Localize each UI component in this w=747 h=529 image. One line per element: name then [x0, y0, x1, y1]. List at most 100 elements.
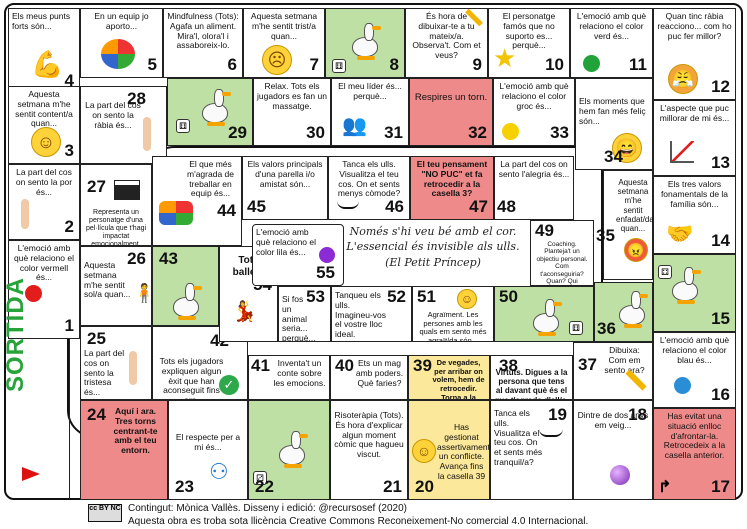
flexed-arm-icon: 💪: [31, 49, 64, 79]
cell-35-text: Aquesta setmana m'he sentit enfadat/da q…: [616, 178, 653, 233]
cell-12[interactable]: Quan tinc ràbia reacciono... com ho puc …: [653, 8, 736, 100]
cell-35-number: 35: [596, 226, 615, 245]
cell-13[interactable]: L'aspecte que puc millorar de mi és... 1…: [653, 100, 736, 176]
cell-31[interactable]: El meu líder és... perquè... 👥 31: [331, 78, 409, 146]
cell-3-number: 3: [64, 141, 74, 160]
dice-icon: ⚅: [176, 119, 190, 133]
cell-36[interactable]: 36: [594, 282, 653, 342]
cell-52[interactable]: Tanqueu els ulls. Imagineu-vos el vostre…: [331, 286, 412, 342]
goose-icon: [529, 295, 563, 337]
cell-44[interactable]: El que més m'agrada de treballar en equi…: [152, 156, 242, 246]
cell-7[interactable]: Aquesta setmana m'he sentit trist/a quan…: [243, 8, 325, 78]
cell-11-text: L'emoció amb què relaciono el color verd…: [576, 11, 647, 41]
cell-9[interactable]: És hora de dibuixar-te a tu mateix/a. Ob…: [405, 8, 488, 78]
cell-17-number: 17: [711, 477, 730, 496]
cell-19[interactable]: Tanca els ulls. Visualitza el teu cos. O…: [490, 400, 573, 500]
cell-26-number: 26: [127, 249, 146, 268]
cell-24[interactable]: Aquí i ara. Tres torns centrant-te amb e…: [80, 400, 168, 500]
cell-38[interactable]: Virtuts. Digues a la persona que tens al…: [490, 355, 573, 400]
red-circle-icon: [25, 285, 42, 302]
closed-eye-icon: [539, 429, 563, 437]
start-cell[interactable]: [8, 339, 70, 499]
cell-13-text: L'aspecte que puc millorar de mi és...: [659, 103, 730, 123]
cell-29[interactable]: ⚅ 29: [167, 78, 253, 146]
cell-11[interactable]: L'emoció amb què relaciono el color verd…: [570, 8, 653, 78]
body-figure-icon: [143, 117, 151, 151]
cell-10-number: 10: [545, 55, 564, 74]
cell-10[interactable]: El personatge famós que no suporto es...…: [488, 8, 570, 78]
cell-6[interactable]: Mindfulness (Tots): Agafa un aliment. Mi…: [163, 8, 243, 78]
cell-19-text: Tanca els ulls. Visualitza el teu cos. O…: [494, 408, 543, 467]
cell-51[interactable]: Agraïment. Les persones amb les quals em…: [412, 286, 494, 342]
cell-32[interactable]: Respires un torn. 32: [409, 78, 493, 146]
cell-30[interactable]: Relax. Tots els jugadors es fan un massa…: [253, 78, 331, 146]
cell-45[interactable]: Els valors principals d'una parella i/o …: [242, 156, 328, 220]
goose-icon: [348, 19, 382, 61]
cell-8[interactable]: ⚅ 8: [325, 8, 405, 78]
cell-2-text: La part del cos on sento la por és...: [15, 167, 73, 197]
cell-21[interactable]: Risoteràpia (Tots). És hora d'explicar a…: [330, 400, 408, 500]
cell-39[interactable]: De vegades, per arribar on volem, hem de…: [408, 355, 490, 400]
cell-5[interactable]: En un equip jo aporto... 5: [80, 8, 163, 78]
cell-48[interactable]: La part del cos on sento l'alegria és...…: [494, 156, 574, 220]
closed-eye-icon: [337, 201, 359, 209]
clapperboard-icon: [114, 180, 140, 200]
cell-31-text: El meu líder és... perquè...: [338, 81, 402, 101]
cell-37[interactable]: Dibuixa: Com em sento ara? 37: [573, 342, 653, 400]
cell-24-text: Aquí i ara. Tres torns centrant-te amb e…: [113, 406, 158, 456]
cell-28[interactable]: La part del cos on sento la ràbia és... …: [80, 86, 167, 164]
goose-icon: [668, 263, 702, 305]
cell-53-number: 53: [306, 287, 325, 306]
cell-2[interactable]: La part del cos on sento la por és... 2: [8, 164, 80, 240]
cell-34[interactable]: Els moments que hem fan més feliç són...…: [575, 78, 653, 170]
cell-33[interactable]: L'emoció amb què relaciono el color groc…: [493, 78, 575, 146]
cell-4-number: 4: [64, 71, 74, 90]
cell-49[interactable]: Coaching. Planteja't un objectiu persona…: [530, 220, 594, 286]
cell-35[interactable]: Aquesta setmana m'he sentit enfadat/da q…: [594, 170, 653, 282]
creative-commons-badge: cc BY NC: [88, 504, 122, 522]
cell-26[interactable]: Aquesta setmana m'he sentit sol/a quan..…: [80, 246, 152, 326]
cell-23-number: 23: [175, 477, 194, 496]
cell-38-text: Virtuts. Digues a la persona que tens al…: [494, 368, 568, 399]
cell-34-number: 34: [604, 147, 623, 166]
cell-23[interactable]: El respecte per a mi és... ⚇ 23: [168, 400, 248, 500]
cell-41[interactable]: Inventa't un conte sobre les emocions. 4…: [248, 355, 330, 400]
cell-13-number: 13: [711, 153, 730, 172]
cell-15[interactable]: ⚃ 15: [653, 254, 736, 332]
cell-18[interactable]: Dintre de dos anys em veig... 18: [573, 400, 653, 500]
teamwork-puzzle-icon: [159, 201, 193, 225]
cell-17[interactable]: Has evitat una situació enlloc d'afronta…: [653, 408, 736, 500]
cell-30-number: 30: [306, 123, 325, 142]
cell-14[interactable]: Els tres valors fonamentals de la famíli…: [653, 176, 736, 254]
yellow-circle-icon: [502, 123, 519, 140]
start-label: SORTIDA: [2, 277, 29, 392]
cell-20[interactable]: Has gestionat assertivament un conflicte…: [408, 400, 490, 500]
cell-18-text: Dintre de dos anys em veig...: [577, 410, 649, 430]
cell-47[interactable]: El teu pensament "NO PUC" et fa retroced…: [410, 156, 494, 220]
cell-40[interactable]: Ets un mag amb poders. Què faries? 40: [330, 355, 408, 400]
cell-43[interactable]: 43: [152, 246, 219, 326]
leader-icon: 👥: [342, 115, 367, 137]
cell-22[interactable]: ⚂ 22: [248, 400, 330, 500]
cell-53[interactable]: Si fos un animal seria... perquè... 53: [278, 286, 331, 342]
cell-27-text: Representa un personatge d'una pel·lícul…: [85, 209, 147, 246]
cell-16[interactable]: L'emoció amb què relaciono el color blau…: [653, 332, 736, 408]
cell-5-text: En un equip jo aporto...: [94, 11, 149, 31]
laughing-face-icon: 😄: [612, 133, 642, 163]
cell-55[interactable]: L'emoció amb què relaciono el color lila…: [252, 224, 344, 286]
cell-1[interactable]: L'emoció amb què relaciono el color verm…: [8, 240, 80, 339]
cell-3[interactable]: Aquesta setmana m'he sentit content/a qu…: [8, 86, 80, 164]
goose-icon: [198, 85, 232, 127]
cell-38-number: 38: [499, 356, 518, 375]
cell-27[interactable]: Representa un personatge d'una pel·lícul…: [80, 164, 152, 246]
cell-30-text: Relax. Tots els jugadors es fan un massa…: [257, 81, 327, 111]
cell-4[interactable]: Els meus punts forts són... 💪 4: [8, 8, 80, 94]
cell-11-number: 11: [629, 55, 647, 74]
cell-14-text: Els tres valors fonamentals de la famíli…: [660, 179, 729, 209]
cell-47-number: 47: [469, 197, 488, 216]
cell-39-number: 39: [413, 356, 432, 375]
cell-46[interactable]: Tanca els ulls. Visualitza el teu cos. O…: [328, 156, 410, 220]
cell-50[interactable]: ⚅ 50: [494, 286, 594, 342]
cell-25[interactable]: La part del cos on sento la tristesa és.…: [80, 326, 152, 400]
cell-45-number: 45: [247, 197, 266, 216]
